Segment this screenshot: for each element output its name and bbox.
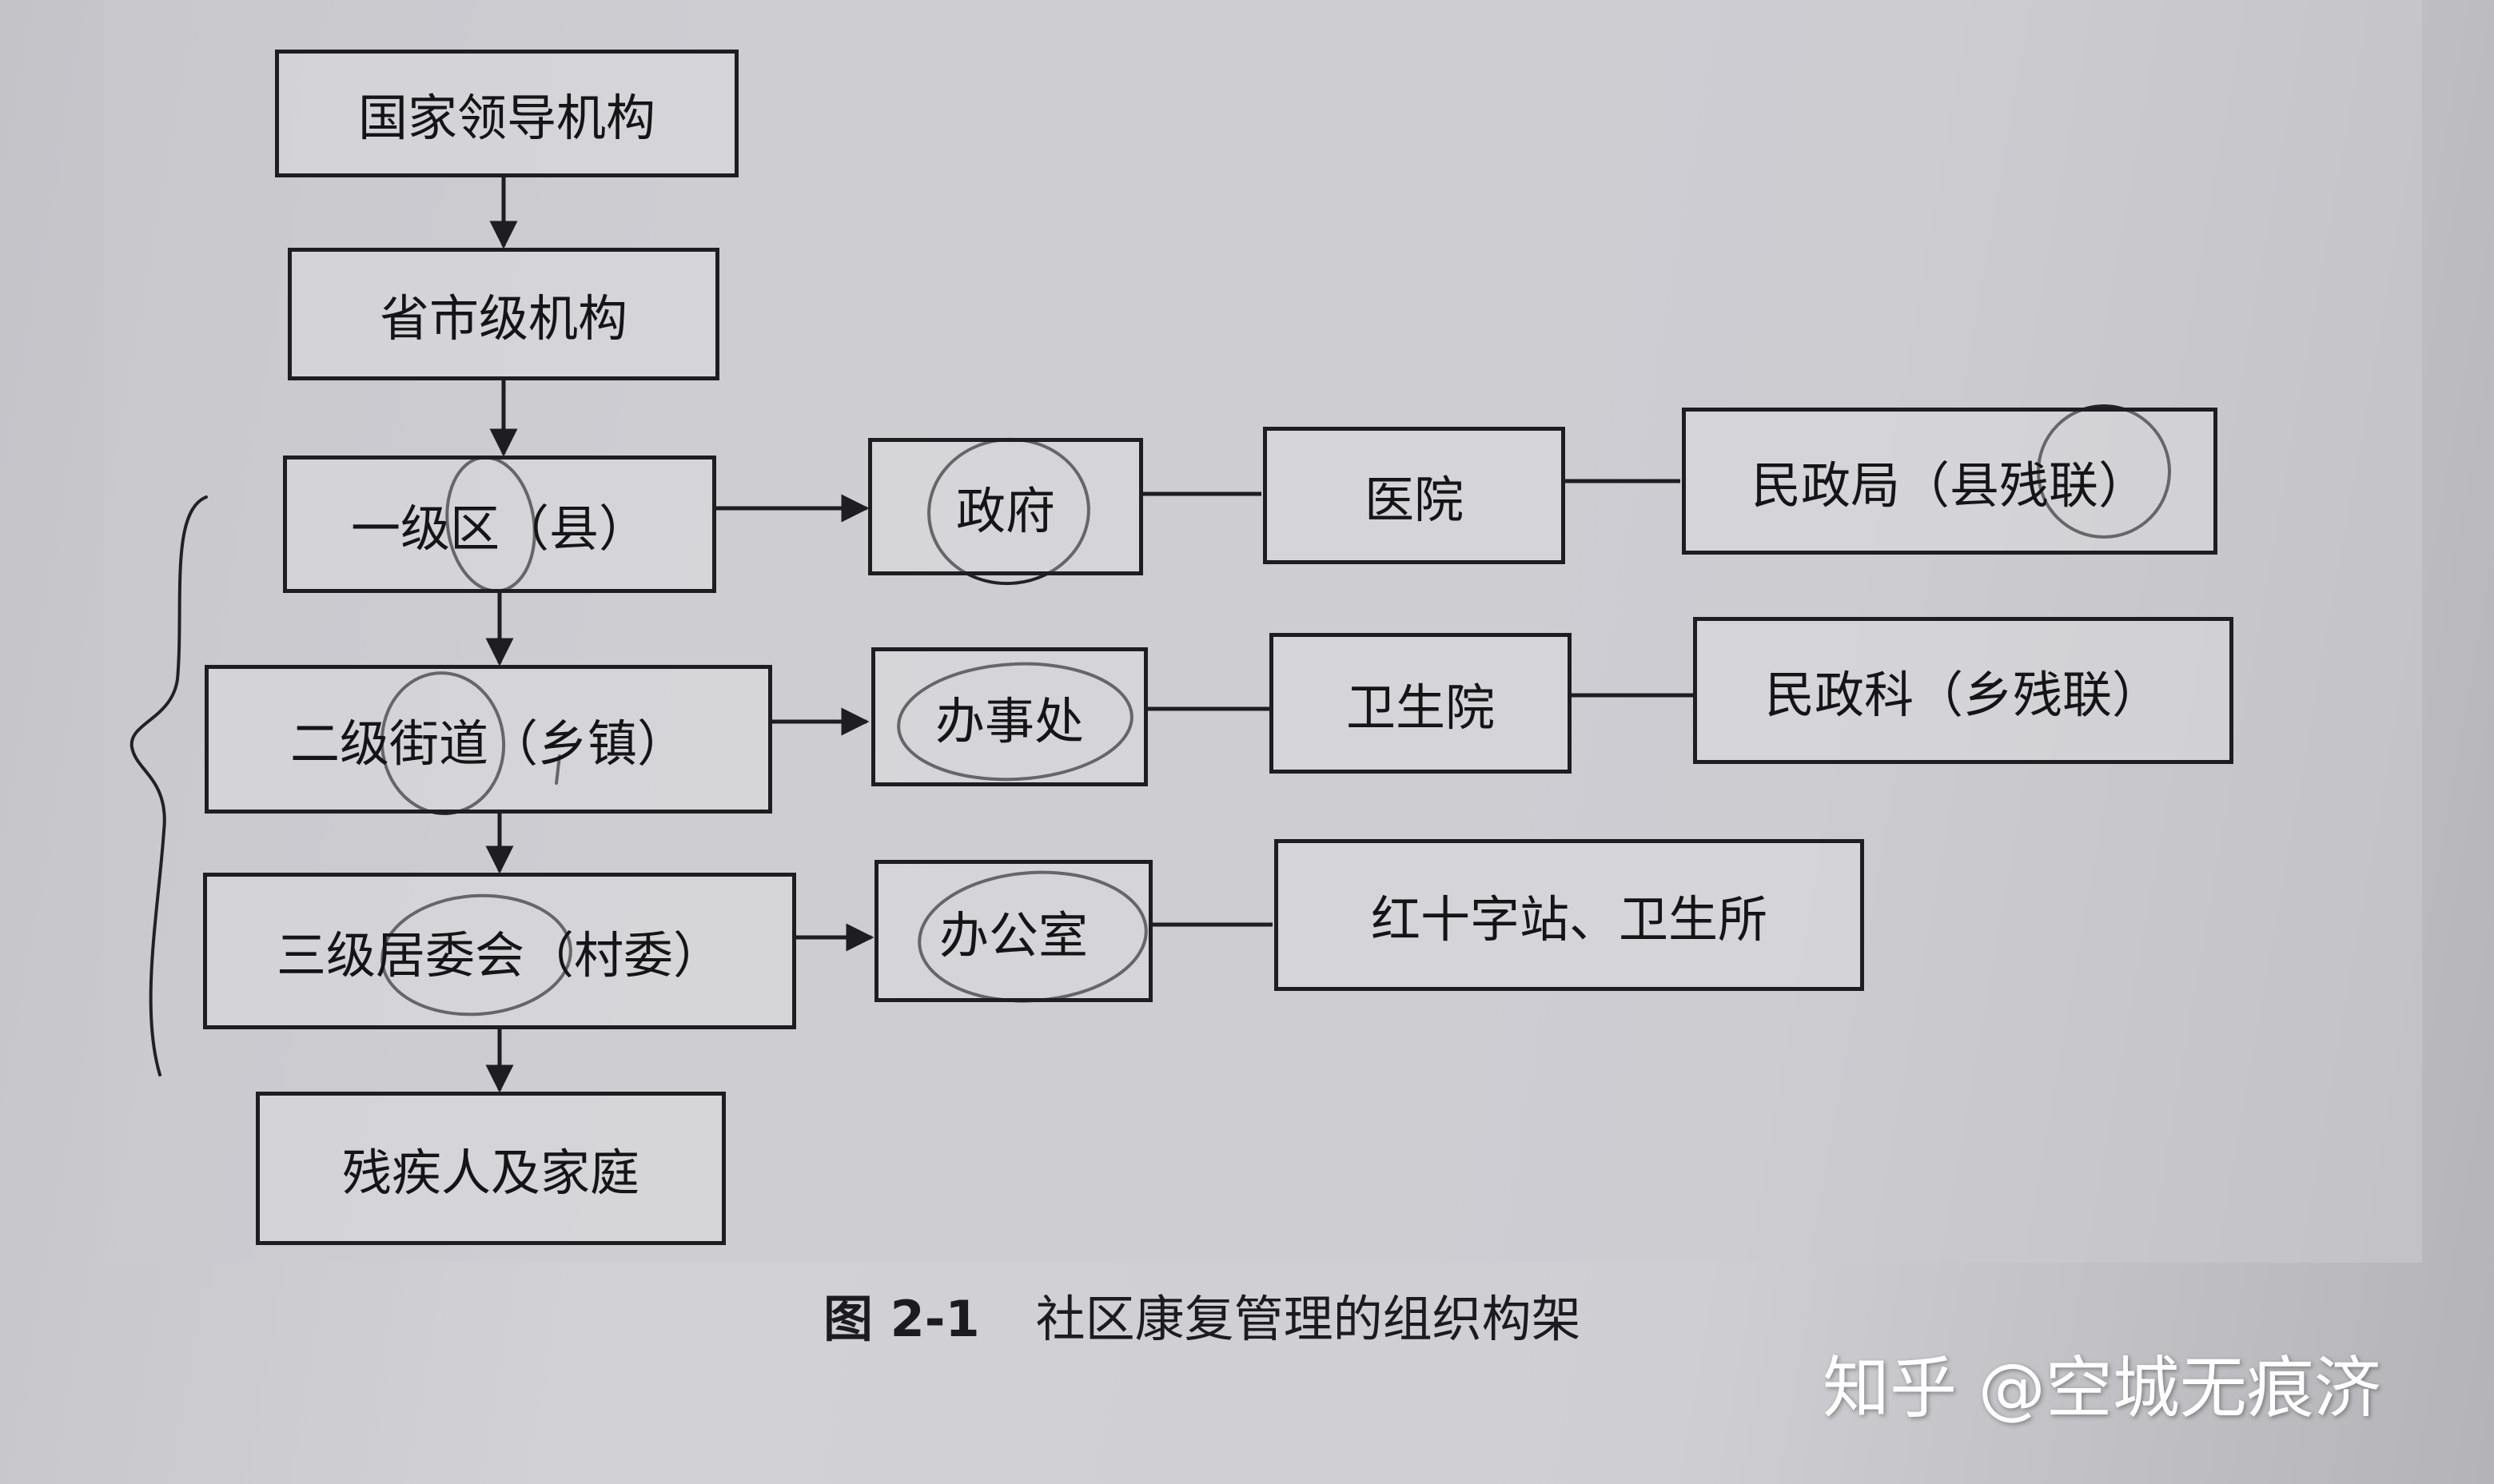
box-hospital: 医院	[1263, 427, 1565, 564]
box-label: 国家领导机构	[357, 89, 655, 147]
box-label: 政府	[955, 482, 1055, 540]
pen-bracket	[129, 495, 208, 1076]
box-label: 办事处	[934, 692, 1084, 750]
box-label: 办公室	[938, 906, 1088, 965]
box-civil-affairs-bureau: 民政局（县残联）	[1682, 408, 2217, 555]
box-disabled-families: 残疾人及家庭	[256, 1092, 726, 1245]
box-government: 政府	[868, 438, 1143, 575]
box-red-cross-clinic: 红十字站、卫生所	[1274, 839, 1864, 991]
box-level3-committee: 三级居委会（村委）	[203, 873, 796, 1029]
box-label: 三级居委会（村委）	[276, 926, 723, 985]
box-civil-affairs-section: 民政科（乡残联）	[1693, 617, 2233, 764]
zhihu-watermark: 知乎 @空城无痕济	[1823, 1349, 2381, 1427]
figure-number: 图 2-1	[823, 1290, 980, 1348]
box-label: 一级区（县）	[350, 499, 648, 558]
box-level2-street: 二级街道（乡镇）	[205, 665, 772, 814]
box-label: 民政科（乡残联）	[1764, 666, 2161, 724]
box-national-leadership: 国家领导机构	[275, 50, 739, 177]
figure-caption: 图 2-1 社区康复管理的组织构架	[823, 1279, 1581, 1351]
box-label: 省市级机构	[379, 289, 627, 348]
box-label: 卫生院	[1345, 678, 1495, 737]
box-sub-office: 办事处	[871, 647, 1148, 786]
pen-circle-sub-office	[897, 662, 1133, 782]
page-shade	[104, 0, 2422, 1263]
box-label: 医院	[1364, 471, 1464, 529]
box-level1-district: 一级区（县）	[283, 456, 716, 593]
pen-circle-residents	[380, 893, 572, 1017]
box-office: 办公室	[874, 860, 1153, 1002]
pen-tick-mark	[555, 754, 561, 785]
pen-circle-county-cdpf	[2037, 404, 2171, 539]
figure-title: 社区康复管理的组织构架	[1035, 1290, 1581, 1348]
box-health-center: 卫生院	[1269, 633, 1572, 774]
box-label: 民政局（县残联）	[1751, 456, 2148, 515]
box-label: 二级街道（乡镇）	[289, 714, 687, 773]
box-label: 残疾人及家庭	[341, 1144, 639, 1202]
box-provincial-institution: 省市级机构	[288, 248, 719, 380]
box-label: 红十字站、卫生所	[1370, 890, 1767, 949]
